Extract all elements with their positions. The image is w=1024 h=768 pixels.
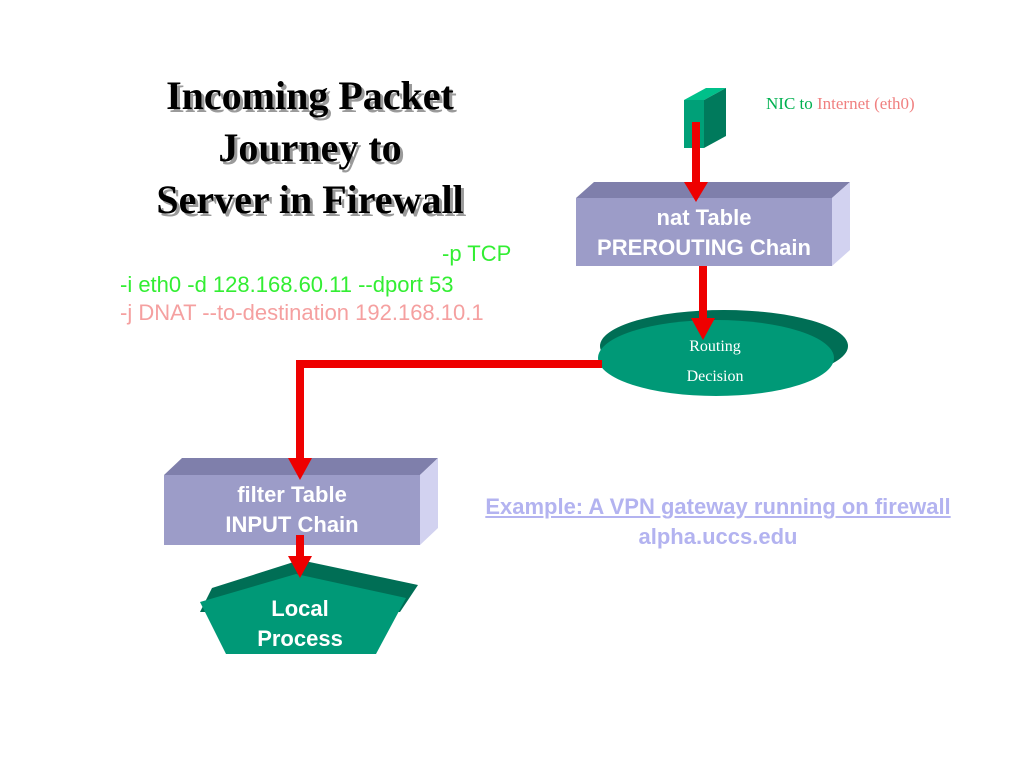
local-process-label: Local Process	[220, 594, 380, 654]
filter-table-box	[164, 458, 438, 545]
routing-line-1: Routing	[689, 338, 741, 355]
command-line-1: -p TCP	[442, 241, 512, 266]
arrow-heads	[288, 182, 715, 578]
filter-table-line-1: filter Table	[237, 482, 347, 507]
routing-decision-label: Routing Decision	[650, 332, 780, 392]
nat-table-line-1: nat Table	[656, 205, 752, 230]
nat-table-box	[576, 182, 850, 266]
command-line-3: -j DNAT --to-destination 192.168.10.1	[120, 300, 484, 325]
nic-connector-icon	[684, 88, 726, 148]
routing-line-2: Decision	[686, 368, 744, 385]
nic-label: NIC to Internet (eth0)	[766, 94, 915, 114]
arrowhead-local	[288, 556, 312, 578]
title-line-1: Incoming Packet	[166, 73, 454, 118]
title-line-3: Server in Firewall	[156, 177, 464, 222]
example-host: alpha.uccs.edu	[638, 524, 798, 549]
packet-path-arrows	[296, 122, 707, 560]
routing-decision-ellipse	[598, 310, 848, 396]
command-line-2: -i eth0 -d 128.168.60.11 --dport 53	[120, 272, 454, 297]
example-caption: Example: A VPN gateway running on firewa…	[440, 492, 996, 552]
filter-table-line-2: INPUT Chain	[225, 512, 359, 537]
slide-title: Incoming Packet Journey to Server in Fir…	[110, 70, 510, 226]
nic-label-prefix: NIC to	[766, 94, 817, 113]
arrowhead-nat	[684, 182, 708, 202]
nic-label-suffix: Internet (eth0)	[817, 94, 915, 113]
arrowhead-routing	[691, 318, 715, 340]
local-process-shape	[200, 560, 418, 654]
nat-table-label: nat Table PREROUTING Chain	[576, 203, 832, 263]
local-process-line-2: Process	[257, 626, 343, 651]
title-line-2: Journey to	[218, 125, 402, 170]
local-process-line-1: Local	[271, 596, 329, 621]
nat-table-line-2: PREROUTING Chain	[597, 235, 811, 260]
arrow-routing-to-filter	[296, 360, 602, 460]
arrowhead-filter	[288, 458, 312, 480]
example-link[interactable]: Example: A VPN gateway running on firewa…	[485, 494, 951, 519]
filter-table-label: filter Table INPUT Chain	[164, 480, 420, 540]
